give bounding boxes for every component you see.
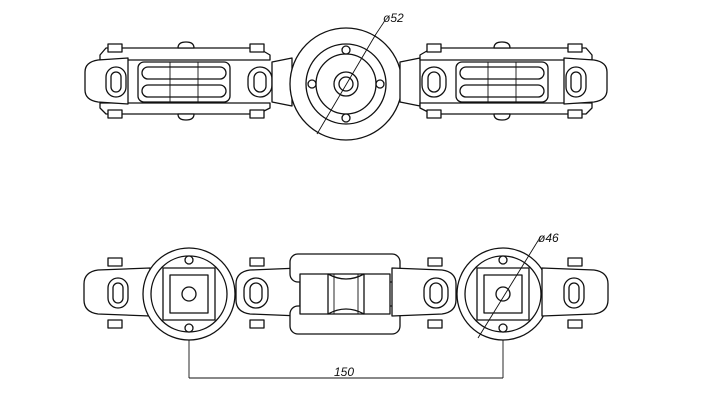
bottom-left-end xyxy=(83,257,151,329)
top-left-link xyxy=(84,41,293,121)
bottom-center-roller xyxy=(289,253,401,335)
bottom-diameter-label: ø46 xyxy=(538,231,559,245)
top-center-wheel: ø52 xyxy=(289,11,404,141)
top-diameter-label: ø52 xyxy=(383,11,404,25)
bottom-left-link xyxy=(235,257,301,329)
bottom-right-end xyxy=(541,257,609,329)
top-view: ø52 xyxy=(84,11,608,141)
bottom-right-wheel: ø46 xyxy=(456,231,559,378)
top-right-link xyxy=(399,41,608,121)
spacing-dimension-label: 150 xyxy=(334,365,354,379)
bottom-right-link xyxy=(391,257,457,329)
bottom-left-wheel xyxy=(142,247,236,378)
dimension-150: 150 xyxy=(189,365,503,379)
bottom-view: ø46 150 xyxy=(83,231,609,379)
